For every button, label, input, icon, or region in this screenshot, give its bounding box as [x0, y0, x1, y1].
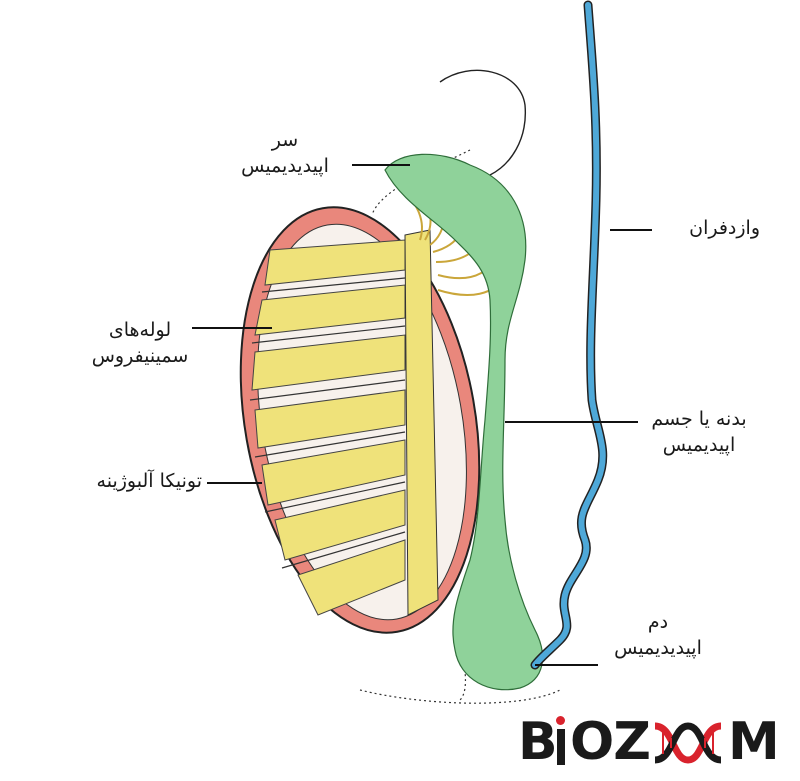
label-epididymis-tail-line1: دم — [647, 611, 669, 633]
tunica-vaginalis-outline — [359, 149, 561, 704]
label-epididymis-tail-line2: اپیدیدیمیس — [614, 636, 702, 659]
label-epididymis-head: سر اپیدیدیمیس — [225, 128, 345, 179]
label-seminiferous-line1: لوله‌های — [108, 319, 172, 341]
seminiferous-lobules — [251, 239, 406, 616]
label-epididymis-body: بدنه یا جسم اپیدیمیس — [634, 407, 764, 458]
label-epididymis-head-line2: اپیدیدیمیس — [241, 154, 329, 177]
leader-lines — [192, 164, 652, 666]
dna-helix-icon — [654, 722, 722, 764]
epididymis-shape — [384, 153, 544, 691]
label-vas-deferens: وازدفران — [660, 216, 760, 242]
septa-lines — [249, 277, 406, 569]
sac-outline — [439, 69, 526, 176]
label-vas-deferens-text: وازدفران — [689, 217, 760, 239]
logo-i-stem — [557, 729, 565, 765]
biozoom-logo: B OZ M — [518, 712, 793, 772]
label-epididymis-body-line1: بدنه یا جسم — [651, 408, 747, 430]
logo-letter-m: M — [728, 712, 780, 772]
logo-letter-b: B — [518, 712, 558, 772]
logo-letters-oz: OZ — [570, 712, 651, 772]
label-seminiferous-tubules: لوله‌های سمینیفروس — [84, 318, 196, 369]
label-tunica-albuginea-text: تونیکا آلبوژینه — [96, 470, 202, 492]
label-epididymis-body-line2: اپیدیمیس — [662, 433, 736, 456]
label-epididymis-tail: دم اپیدیدیمیس — [596, 610, 720, 661]
label-tunica-albuginea: تونیکا آلبوژینه — [52, 469, 202, 495]
label-epididymis-head-line1: سر — [271, 129, 299, 151]
logo-dot — [556, 716, 565, 725]
label-seminiferous-line2: سمینیفروس — [91, 344, 189, 367]
